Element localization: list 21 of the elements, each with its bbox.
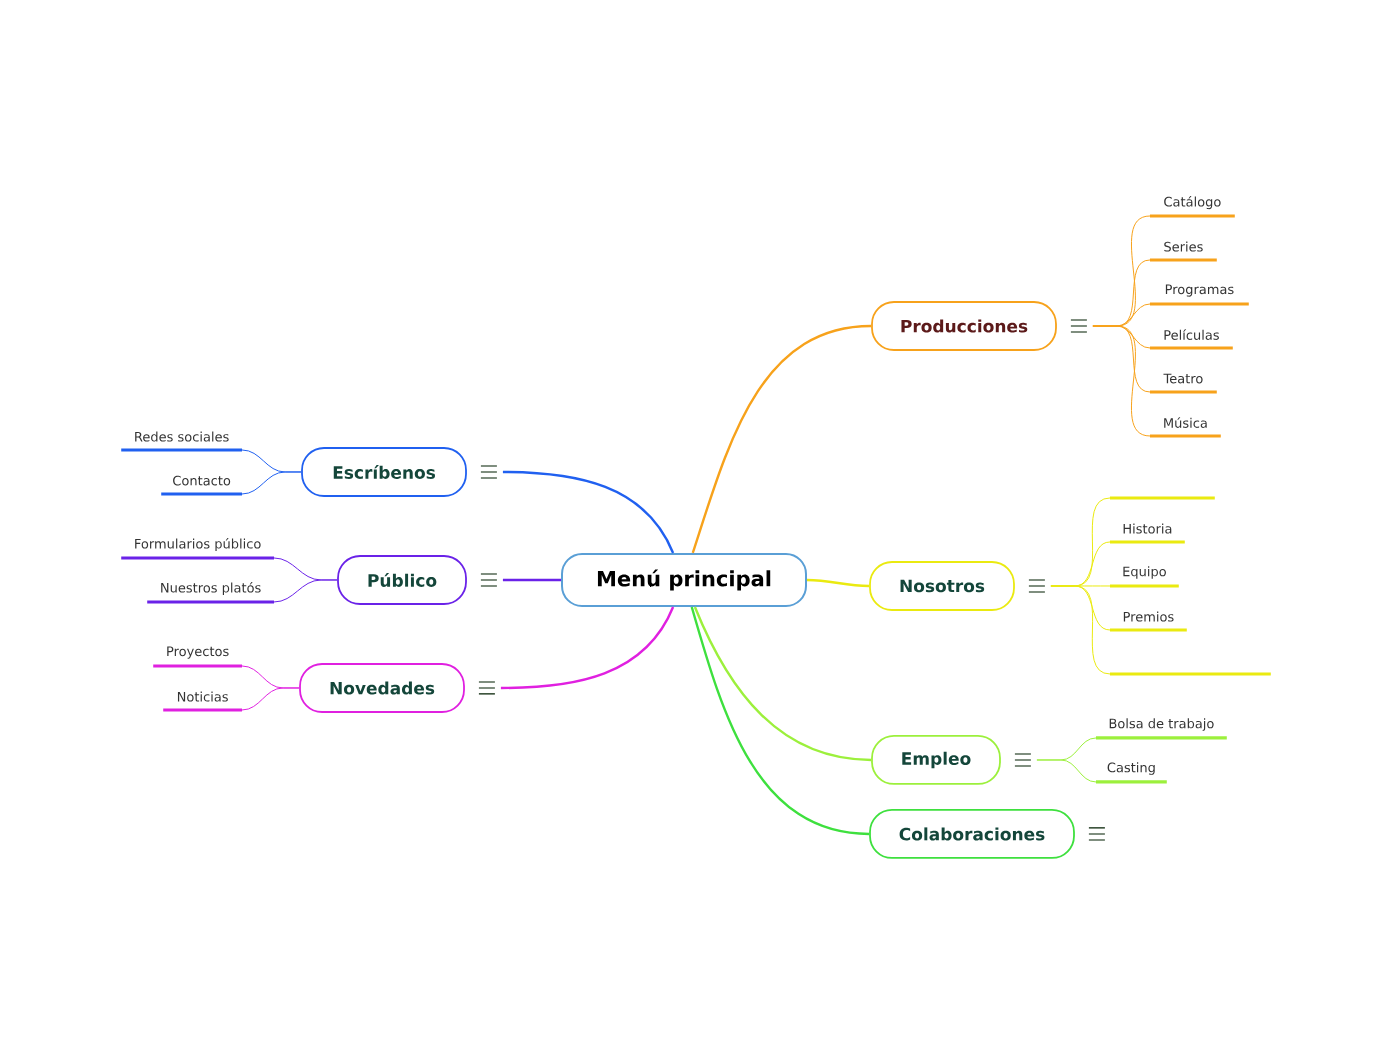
connector	[273, 579, 338, 603]
topic-box: Nosotros	[869, 561, 1015, 611]
topic-box: Colaboraciones	[869, 809, 1075, 859]
topic-box: Producciones	[871, 301, 1057, 351]
connector	[1092, 325, 1151, 437]
connector	[500, 606, 675, 690]
connector	[502, 578, 561, 582]
connector	[241, 471, 302, 495]
connector	[1036, 759, 1097, 783]
topic-box: Escríbenos	[301, 447, 467, 497]
central-topic-box: Menú principal	[561, 553, 807, 607]
connector	[690, 606, 870, 836]
connector	[1050, 585, 1111, 675]
connector	[241, 687, 300, 711]
topic-box: Público	[337, 555, 467, 605]
topic-box: Novedades	[299, 663, 465, 713]
connector	[691, 324, 872, 554]
topic-box: Empleo	[871, 735, 1001, 785]
connector	[693, 606, 872, 762]
connector	[502, 470, 675, 554]
connector	[806, 578, 870, 588]
